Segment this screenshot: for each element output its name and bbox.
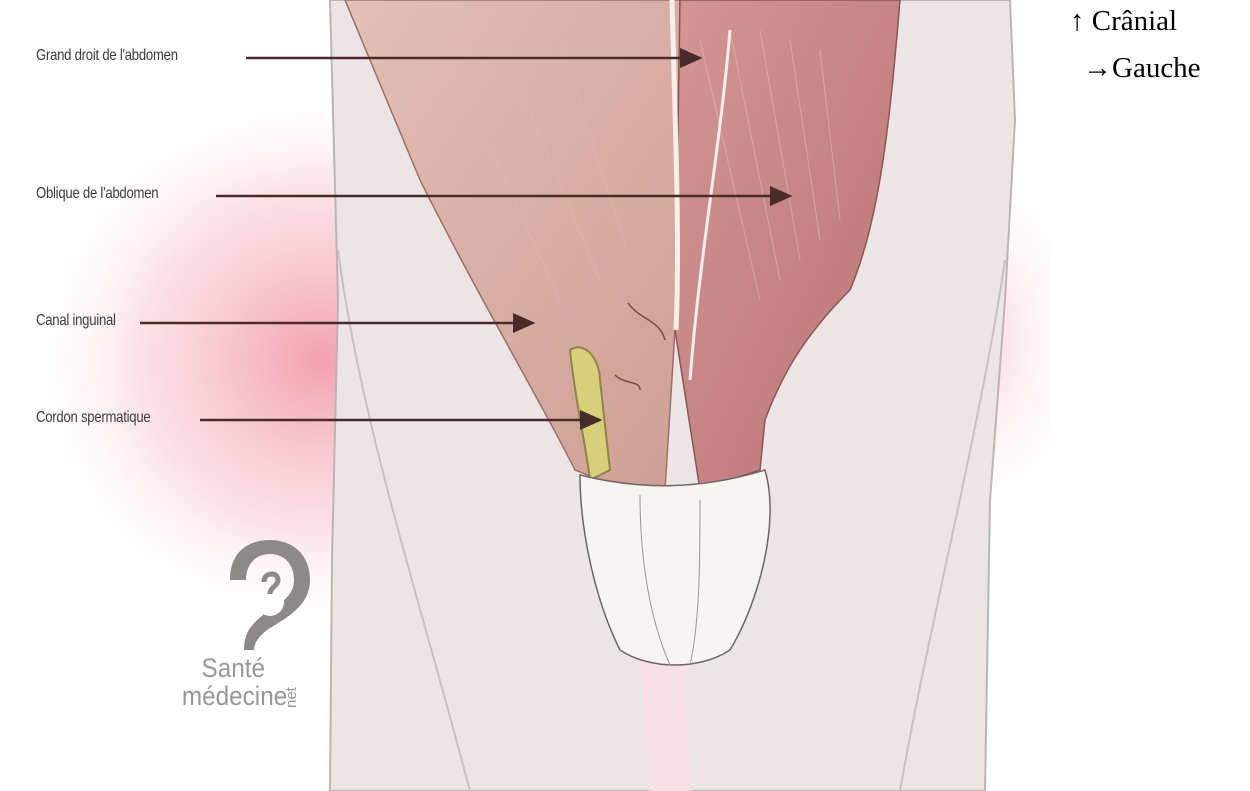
- anatomy-illustration: [0, 0, 1050, 791]
- label-canal-inguinal: Canal inguinal: [36, 312, 116, 330]
- label-grand-droit: Grand droit de l'abdomen: [36, 47, 178, 65]
- logo-text-line2: médecine: [182, 681, 287, 711]
- logo-text-side: net: [283, 687, 300, 708]
- logo-text-line1: Santé: [202, 653, 266, 683]
- label-oblique: Oblique de l'abdomen: [36, 185, 158, 203]
- orientation-cranial: ↑ Crânial: [1070, 5, 1177, 38]
- label-cordon-spermatique: Cordon spermatique: [36, 409, 150, 427]
- orientation-gauche: →Gauche: [1083, 52, 1201, 85]
